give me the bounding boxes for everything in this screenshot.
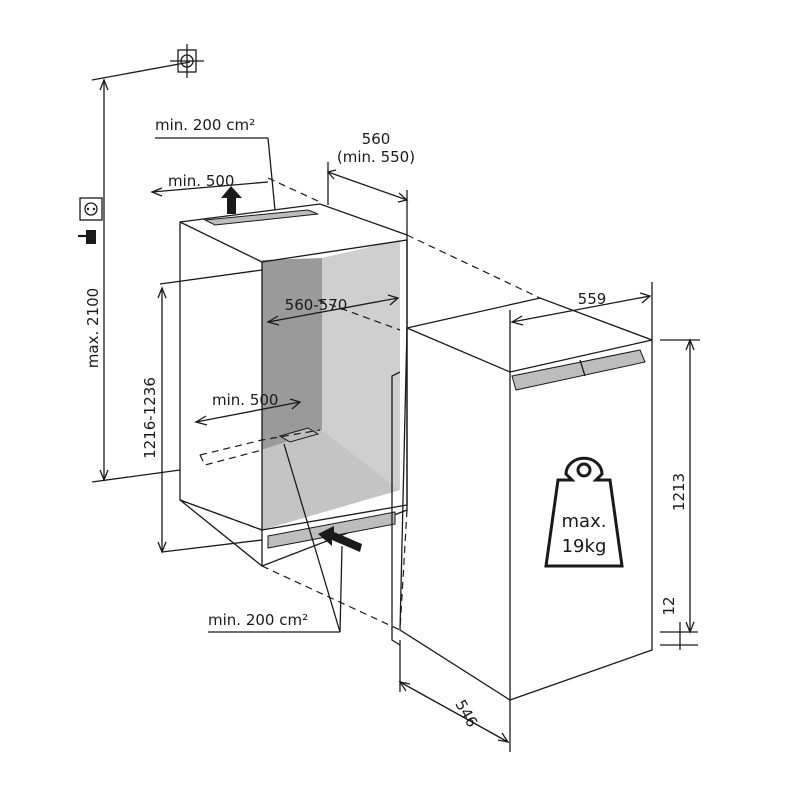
niche-depth-label: 560 [362, 130, 391, 148]
vent-arrow-icon [318, 526, 362, 552]
dimension-max-height: max. 2100 [84, 61, 191, 483]
bottom-vent-area-label: min. 200 cm² [208, 611, 308, 629]
dimension-niche-width: 560-570 [266, 294, 400, 326]
appliance-height-label: 1213 [670, 473, 688, 511]
niche-height-label: 1216-1236 [141, 377, 159, 459]
dimension-appliance-width: 559 [509, 282, 653, 372]
dimension-foot-height: 12 [660, 596, 698, 650]
crosshair-wall-mount-icon [170, 44, 204, 78]
dimension-niche-depth: 560 (min. 550) [326, 130, 415, 235]
projection-lines [159, 234, 541, 631]
power-socket-icon [79, 197, 103, 221]
weight-label-value: 19kg [562, 536, 607, 557]
weight-label-max: max. [562, 511, 607, 532]
foot-height-label: 12 [660, 596, 678, 615]
dimension-bottom-vent-depth: min. 500 [194, 391, 302, 426]
dimension-appliance-depth: 546 [398, 640, 511, 752]
power-plug-icon [78, 230, 96, 244]
niche-cabinet [179, 203, 408, 567]
appliance-width-label: 559 [578, 290, 607, 308]
niche-depth-min-label: (min. 550) [337, 148, 415, 166]
bottom-vent-depth-label: min. 500 [212, 391, 278, 409]
max-height-label: max. 2100 [84, 288, 102, 368]
dimension-appliance-height: 1213 [660, 338, 700, 634]
top-vent-area-label: min. 200 cm² [155, 116, 255, 134]
dimension-niche-height: 1216-1236 [141, 286, 263, 554]
niche-width-label: 560-570 [285, 296, 348, 314]
vent-arrow-icon [221, 186, 242, 214]
dimension-top-vent-depth: min. 500 [150, 172, 321, 203]
weight-icon [544, 456, 624, 568]
top-vent-depth-label: min. 500 [168, 172, 234, 190]
